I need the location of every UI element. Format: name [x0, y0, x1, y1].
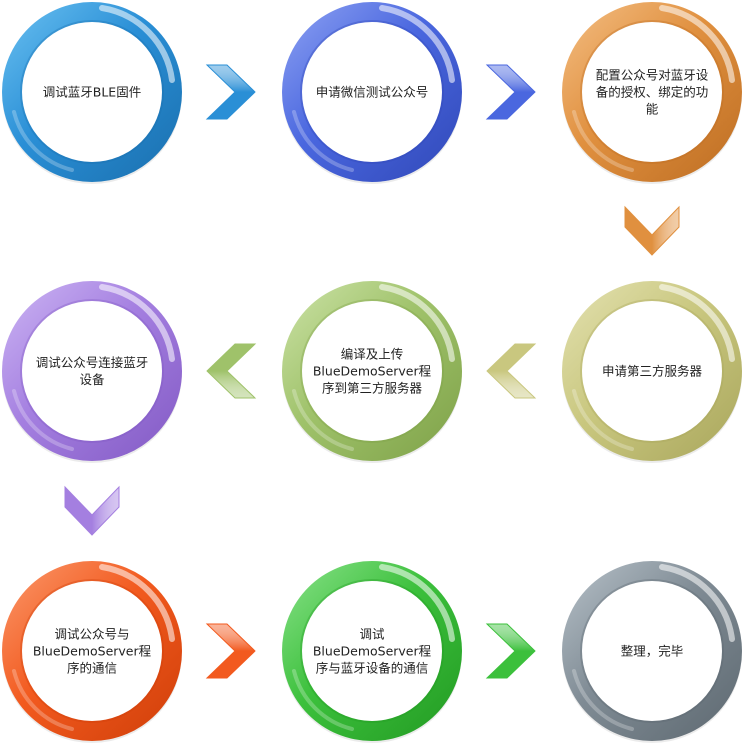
step-ring-6 [2, 281, 182, 463]
step-label-line: 序的通信 [66, 660, 117, 676]
flow-arrow-right-icon [205, 623, 256, 679]
step-ring-7 [2, 561, 182, 743]
step-ring-9 [562, 561, 742, 743]
flow-arrow-down-icon [624, 205, 680, 256]
flow-arrow-right-icon [485, 64, 536, 120]
step-label-3: 配置公众号对蓝牙设备的授权、绑定的功能 [589, 67, 715, 118]
step-ring-5 [282, 281, 462, 463]
step-ring-4 [562, 281, 742, 463]
step-ring-1 [2, 2, 182, 184]
step-label-line: BlueDemoServer程 [312, 643, 432, 659]
flow-arrow-left-icon [206, 343, 257, 399]
step-label-line: 配置公众号对蓝牙设 [595, 67, 709, 83]
step-label-line: BlueDemoServer程 [32, 643, 152, 659]
flow-arrow-down-icon [64, 485, 120, 536]
step-label-line: 序与蓝牙设备的通信 [315, 660, 429, 676]
step-label-line: 备的授权、绑定的功 [595, 84, 709, 100]
flow-arrow-left-icon [486, 343, 537, 399]
step-label-line: 编译及上传 [340, 346, 404, 362]
step-label-line: 申请第三方服务器 [601, 363, 702, 379]
step-label-6: 调试公众号连接蓝牙设备 [29, 354, 155, 388]
step-label-line: 设备 [79, 372, 105, 387]
step-label-line: 能 [645, 101, 659, 117]
step-label-2: 申请微信测试公众号 [302, 84, 442, 101]
step-ring-2 [282, 2, 462, 184]
flow-arrow-right-icon [485, 623, 536, 679]
step-label-line: 调试蓝牙BLE固件 [42, 84, 142, 100]
step-label-line: 调试公众号与 [54, 626, 130, 642]
step-label-4: 申请第三方服务器 [582, 363, 722, 380]
step-label-line: 序到第三方服务器 [321, 380, 422, 396]
step-label-line: 调试 [359, 626, 385, 642]
step-label-line: 调试公众号连接蓝牙 [35, 355, 149, 370]
step-label-line: 整理，完毕 [620, 643, 684, 659]
step-label-1: 调试蓝牙BLE固件 [22, 84, 162, 101]
flow-arrow-right-icon [205, 64, 256, 120]
step-label-9: 整理，完毕 [582, 643, 722, 660]
step-label-line: BlueDemoServer程 [312, 363, 432, 379]
step-ring-8 [282, 561, 462, 743]
step-ring-3 [562, 2, 742, 184]
step-label-line: 申请微信测试公众号 [315, 84, 429, 100]
